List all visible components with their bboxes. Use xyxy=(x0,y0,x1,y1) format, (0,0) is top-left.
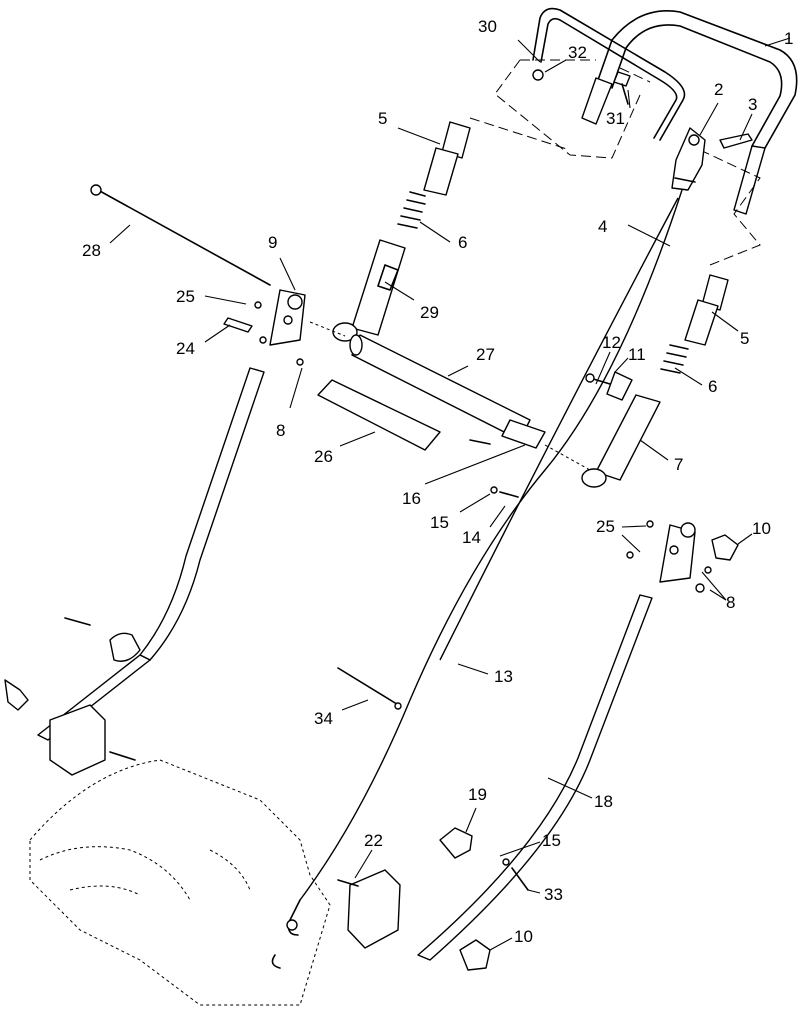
mower-deck-phantom xyxy=(29,759,331,1006)
leader-lines xyxy=(109,37,791,951)
callout-26: 26 xyxy=(314,447,333,466)
screw-16 xyxy=(469,439,491,445)
screws-8-right xyxy=(695,566,712,593)
callout-31: 31 xyxy=(606,109,625,128)
callout-5-right: 5 xyxy=(740,329,749,348)
callout-1: 1 xyxy=(784,29,793,48)
operator-bail xyxy=(532,7,686,141)
phantom-handle-left xyxy=(469,117,571,151)
pin-3 xyxy=(719,133,753,149)
callout-8-right: 8 xyxy=(726,593,735,612)
callout-18: 18 xyxy=(594,792,613,811)
bolt-14 xyxy=(490,486,519,498)
callout-15-upper: 15 xyxy=(430,513,449,532)
callout-28: 28 xyxy=(82,241,101,260)
phantom-outline-right xyxy=(699,149,761,266)
knob-19 xyxy=(439,827,473,859)
left-upper-tube xyxy=(423,121,471,196)
callout-6-left: 6 xyxy=(458,233,467,252)
callout-29: 29 xyxy=(420,303,439,322)
callout-16: 16 xyxy=(402,489,421,508)
right-knob-lower xyxy=(459,939,491,971)
callout-14: 14 xyxy=(462,528,481,547)
callout-13: 13 xyxy=(494,667,513,686)
callout-32: 32 xyxy=(568,43,587,62)
phantom-outline-upper xyxy=(494,59,651,159)
screw-8-left xyxy=(296,358,304,366)
crossbar-tube xyxy=(349,334,546,449)
callout-25-right: 25 xyxy=(596,517,615,536)
cable-clip-34 xyxy=(337,667,401,707)
bolt-33 xyxy=(511,867,529,891)
callout-4: 4 xyxy=(598,217,607,236)
upper-handle xyxy=(581,10,798,215)
control-cable xyxy=(299,189,683,901)
callout-25-left: 25 xyxy=(176,287,195,306)
left-lower-handle xyxy=(37,367,265,741)
callout-22: 22 xyxy=(364,831,383,850)
callout-11: 11 xyxy=(628,345,646,364)
callout-30: 30 xyxy=(478,17,497,36)
left-mount-bracket xyxy=(49,704,136,776)
right-lower-handle xyxy=(417,594,653,961)
left-lower-knob xyxy=(4,617,141,711)
right-upper-tube xyxy=(684,274,729,346)
bolt-24 xyxy=(223,317,253,333)
rod-28 xyxy=(90,184,271,286)
control-bracket xyxy=(671,127,706,191)
right-spring xyxy=(660,344,689,374)
callout-27: 27 xyxy=(476,345,495,364)
callout-19: 19 xyxy=(468,785,487,804)
callout-10-upper: 10 xyxy=(752,519,771,538)
callout-34: 34 xyxy=(314,709,333,728)
callout-labels: 1 2 3 4 5 5 6 6 7 8 8 9 10 10 11 12 13 1… xyxy=(82,17,793,946)
callout-9: 9 xyxy=(268,233,277,252)
left-pivot-bracket xyxy=(269,289,306,346)
callout-6-right: 6 xyxy=(708,377,717,396)
callout-10-lower: 10 xyxy=(514,927,533,946)
callout-33: 33 xyxy=(544,885,563,904)
right-mount-bracket xyxy=(337,869,401,949)
right-pivot-bracket xyxy=(659,522,696,583)
callout-15-lower: 15 xyxy=(542,831,561,850)
right-knob-bracket xyxy=(581,371,661,488)
control-cable-jacket xyxy=(439,197,679,661)
callout-12: 12 xyxy=(602,333,621,352)
callout-5-left: 5 xyxy=(378,109,387,128)
left-knob-bracket xyxy=(332,239,406,342)
callout-8-left: 8 xyxy=(276,421,285,440)
callout-3: 3 xyxy=(748,95,757,114)
callout-24: 24 xyxy=(176,339,195,358)
callout-7: 7 xyxy=(674,455,683,474)
left-spring xyxy=(397,191,426,229)
callout-2: 2 xyxy=(714,80,723,99)
right-knob-upper xyxy=(711,534,739,561)
bolt-31 xyxy=(613,71,631,105)
foam-grip xyxy=(317,379,441,451)
